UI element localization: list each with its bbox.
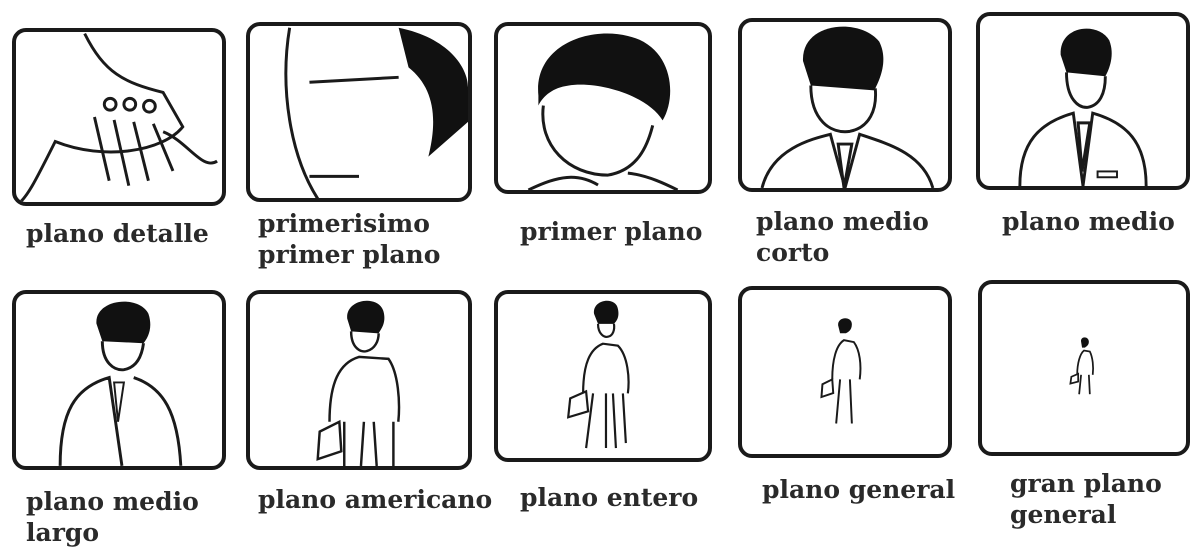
shot-label-plano-medio-corto: plano medio corto	[756, 207, 929, 267]
medium-long-shot-figure-illustration	[58, 301, 183, 466]
shot-frame-plano-medio-largo	[12, 290, 226, 470]
hand-detail-illustration	[18, 32, 218, 202]
shot-label-primerisimo-primer-plano: primerisimo primer plano	[258, 209, 441, 269]
shot-label-plano-medio-largo: plano medio largo	[26, 487, 199, 547]
american-shot-figure-illustration	[316, 300, 401, 466]
shot-frame-plano-medio-corto	[738, 18, 952, 192]
shot-label-plano-entero: plano entero	[520, 483, 699, 512]
shot-frame-plano-entero	[494, 290, 712, 462]
shot-frame-plano-detalle	[12, 28, 226, 206]
shot-frame-plano-medio	[976, 12, 1190, 190]
shot-frame-primerisimo-primer-plano	[246, 22, 472, 202]
extreme-closeup-face-illustration	[284, 27, 468, 198]
closeup-face-illustration	[527, 33, 679, 190]
shot-frame-primer-plano	[494, 22, 712, 194]
shot-frame-plano-americano	[246, 290, 472, 470]
shot-label-plano-general: plano general	[762, 475, 956, 504]
shot-label-plano-medio: plano medio	[1002, 207, 1175, 236]
medium-closeup-figure-illustration	[760, 26, 935, 188]
shot-label-plano-detalle: plano detalle	[26, 219, 209, 248]
medium-shot-figure-illustration	[1018, 28, 1148, 186]
shot-label-gran-plano-general: gran plano general	[1010, 469, 1162, 529]
long-shot-figure-illustration	[820, 318, 862, 424]
shot-frame-gran-plano-general	[978, 280, 1190, 456]
extreme-long-shot-figure-illustration	[1069, 337, 1094, 395]
full-shot-figure-illustration	[566, 300, 630, 449]
shot-label-primer-plano: primer plano	[520, 217, 703, 246]
shot-frame-plano-general	[738, 286, 952, 458]
shot-label-plano-americano: plano americano	[258, 485, 493, 514]
